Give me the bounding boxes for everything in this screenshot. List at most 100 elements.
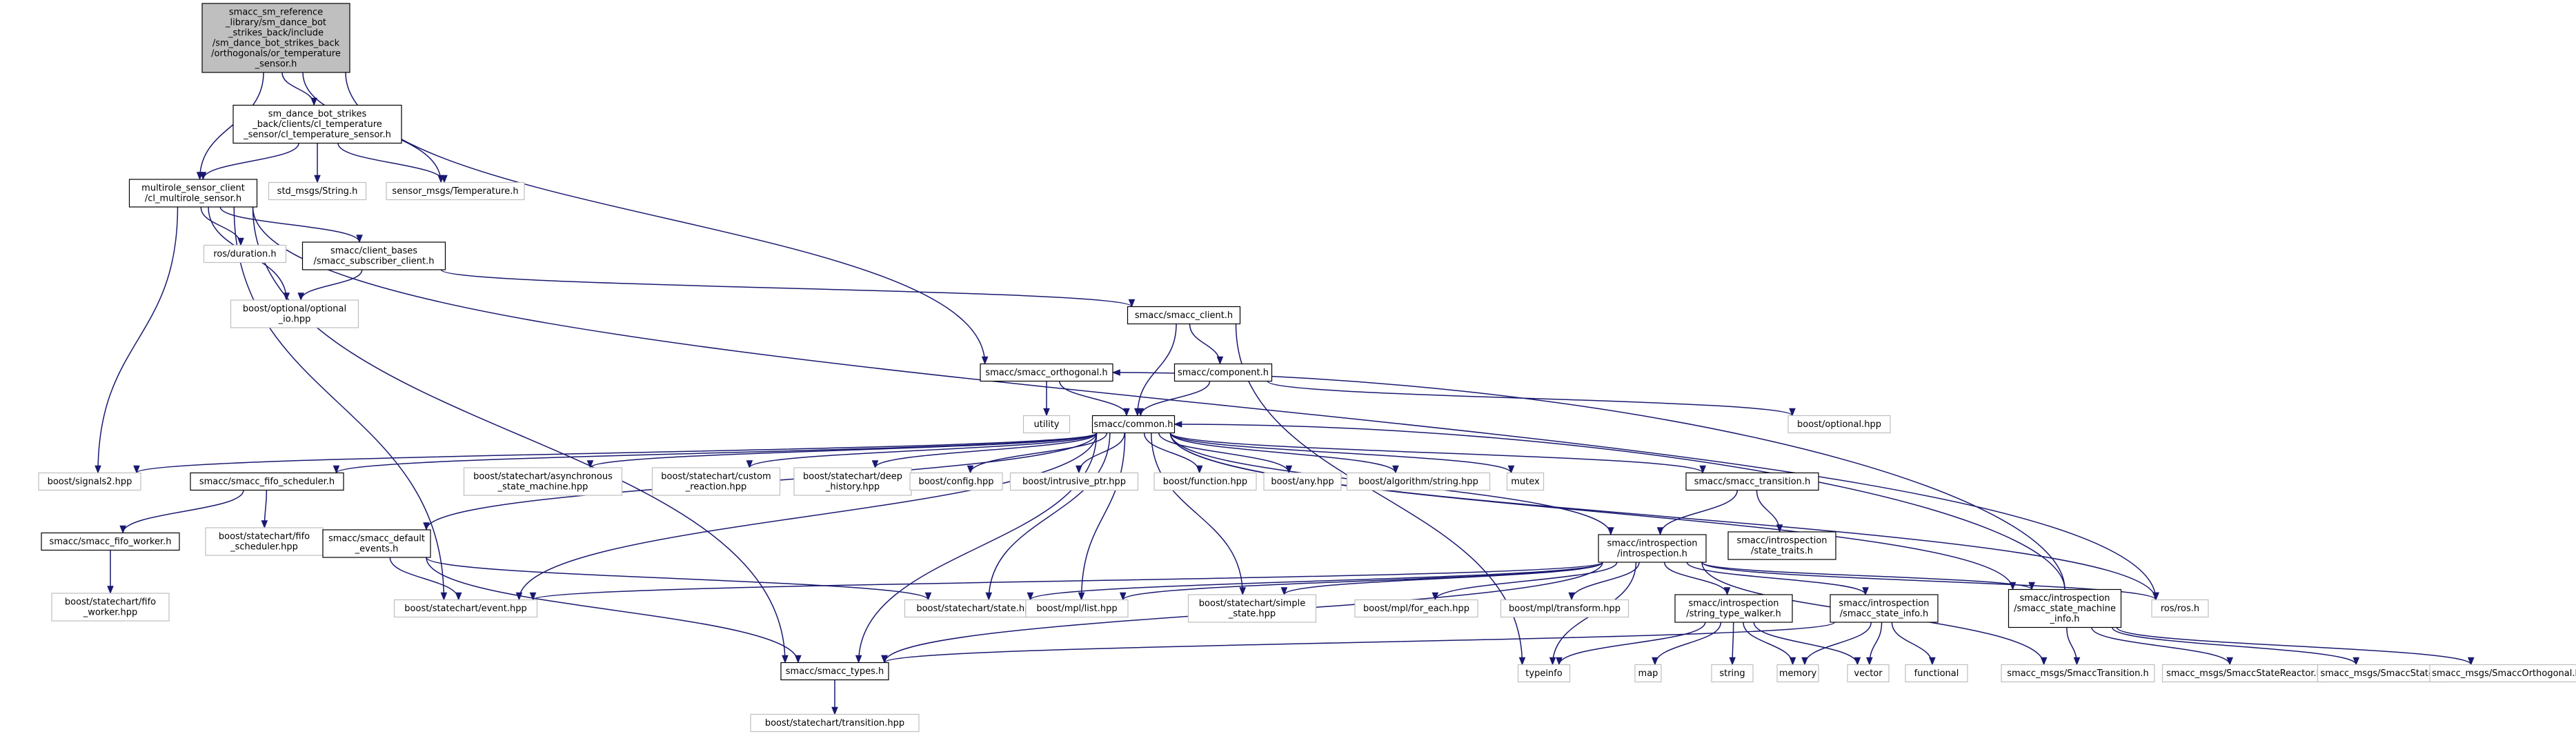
node-label-line: smacc/introspection [1736,536,1827,546]
node-box [1500,599,1629,618]
node-box [128,179,258,208]
edge-line [333,432,1098,474]
node-label-line: _state_machine.hpp [497,482,588,493]
node-label-line: smacc_msgs/SmaccStateReactor.h [2166,668,2322,679]
node-common[interactable]: smacc/common.h [1091,415,1176,434]
node-label-line: boost/function.hpp [1163,477,1247,487]
node-label-line: boost/statechart/fifo [219,532,310,542]
edge-line [219,206,363,244]
edge-sm-info-to-msg-transition [2066,627,2081,666]
node-fifo-scheduler[interactable]: smacc/smacc_fifo_scheduler.h [190,472,344,491]
node-ros-duration: ros/duration.h [203,244,287,264]
edge-common-to-simple-state [1151,433,1247,596]
node-transition[interactable]: smacc/smacc_transition.h [1685,472,1819,491]
node-orthogonal[interactable]: smacc/smacc_orthogonal.h [980,363,1113,382]
node-box [1787,415,1891,434]
edge-common-to-async-sm [586,432,1098,469]
node-box [793,467,912,496]
edge-multirole-to-ros-duration [200,206,244,246]
node-fifo-worker[interactable]: smacc/smacc_fifo_worker.h [41,532,180,551]
edge-line [1652,622,1722,666]
node-sm-info[interactable]: smacc/introspection/smacc_state_machine_… [2008,588,2122,628]
node-default-events[interactable]: smacc/smacc_default_events.h [322,529,431,558]
node-type-walker[interactable]: smacc/introspection/string_type_walker.h [1674,594,1793,623]
node-typeinfo: typeinfo [1517,664,1571,683]
edge-line [1169,433,1399,474]
node-box [1091,415,1176,434]
node-box [980,363,1113,382]
node-label-line: /orthogonals/or_temperature [211,49,341,59]
node-label-line: boost/statechart/event.hpp [404,604,526,614]
edge-line [1686,562,1869,596]
node-box [2008,588,2122,628]
node-sc-fifo-sched: boost/statechart/fifo_scheduler.hpp [205,527,324,556]
edge-smacc-client-to-component [1189,324,1224,365]
node-memory: memory [1776,664,1819,683]
node-multirole[interactable]: multirole_sensor_client/cl_multirole_sen… [128,179,258,208]
edge-subscriber-to-optional-io [297,269,363,301]
node-boost-optional: boost/optional.hpp [1787,415,1891,434]
node-box [1346,472,1491,491]
node-msg-transition: smacc_msgs/SmaccTransition.h [2001,664,2155,683]
node-label-line: /sm_dance_bot_strikes_back [212,39,340,49]
node-label-line: boost/mpl/for_each.hpp [1363,604,1469,614]
edge-line [1137,381,1211,417]
node-box [750,713,920,733]
node-box [1598,534,1707,563]
node-label-line: /smacc_state_info.h [1840,609,1929,619]
edge-line [252,206,789,664]
edge-common-to-ros-ros [1169,433,2159,601]
edge-line [2112,627,2359,666]
node-root[interactable]: smacc_sm_reference_library/sm_dance_bot_… [201,3,350,73]
edge-line [1143,433,1203,474]
node-introspection[interactable]: smacc/introspection/introspection.h [1598,534,1707,563]
node-config: boost/config.hpp [909,472,1003,491]
edge-line [1568,562,1640,601]
edge-fifo-scheduler-to-fifo-worker [119,490,244,534]
edge-line [1169,433,2017,591]
node-any: boost/any.hpp [1263,472,1342,491]
node-label-line: boost/mpl/transform.hpp [1509,604,1621,614]
node-label-line: string [1719,668,1745,679]
edge-line [199,143,299,181]
edge-default-events-to-state [426,557,932,601]
edge-line [1189,324,1224,365]
node-label-line: multirole_sensor_client [141,184,245,194]
node-label-line: vector [1854,668,1883,679]
edge-line [2091,627,2233,666]
node-label-line: _sensor.h [255,59,297,70]
edge-line [337,143,448,184]
node-label-line: _events.h [355,544,399,555]
edge-line [1756,490,1783,533]
node-signals2: boost/signals2.hpp [38,472,141,491]
node-smacc-client[interactable]: smacc/smacc_client.h [1127,306,1241,325]
edge-line [133,432,1098,474]
node-component[interactable]: smacc/component.h [1173,363,1273,382]
node-string: string [1711,664,1754,683]
node-state-traits[interactable]: smacc/introspection/state_traits.h [1727,531,1836,560]
node-box [1506,472,1545,491]
edges-layer [95,72,2475,715]
node-box [205,527,324,556]
edge-line [440,269,1135,308]
edge-line [1891,622,1936,666]
node-cl-temp[interactable]: sm_dance_bot_strikes_back/clients/cl_tem… [232,104,402,144]
node-box [1025,599,1129,618]
edge-line [95,206,179,474]
edge-line [1656,490,1738,536]
edge-line [297,269,363,301]
node-msg-orthogonal: smacc_msgs/SmaccOrthogonal.h [2429,664,2576,683]
edge-orthogonal-to-common [1059,381,1130,417]
edge-line [345,72,989,365]
edge-line [1801,622,1872,666]
edge-line [1743,622,1796,666]
node-box [232,104,402,144]
node-label-line: smacc/client_bases [330,246,417,257]
node-state-info[interactable]: smacc/introspection/smacc_state_info.h [1830,594,1939,623]
node-subscriber[interactable]: smacc/client_bases/smacc_subscriber_clie… [301,241,446,270]
node-temperature: sensor_msgs/Temperature.h [386,181,525,201]
node-smacc-types[interactable]: smacc/smacc_types.h [780,662,889,681]
edge-line [1280,562,1603,596]
node-label-line: _worker.hpp [83,608,138,618]
node-mpl-list: boost/mpl/list.hpp [1025,599,1129,618]
